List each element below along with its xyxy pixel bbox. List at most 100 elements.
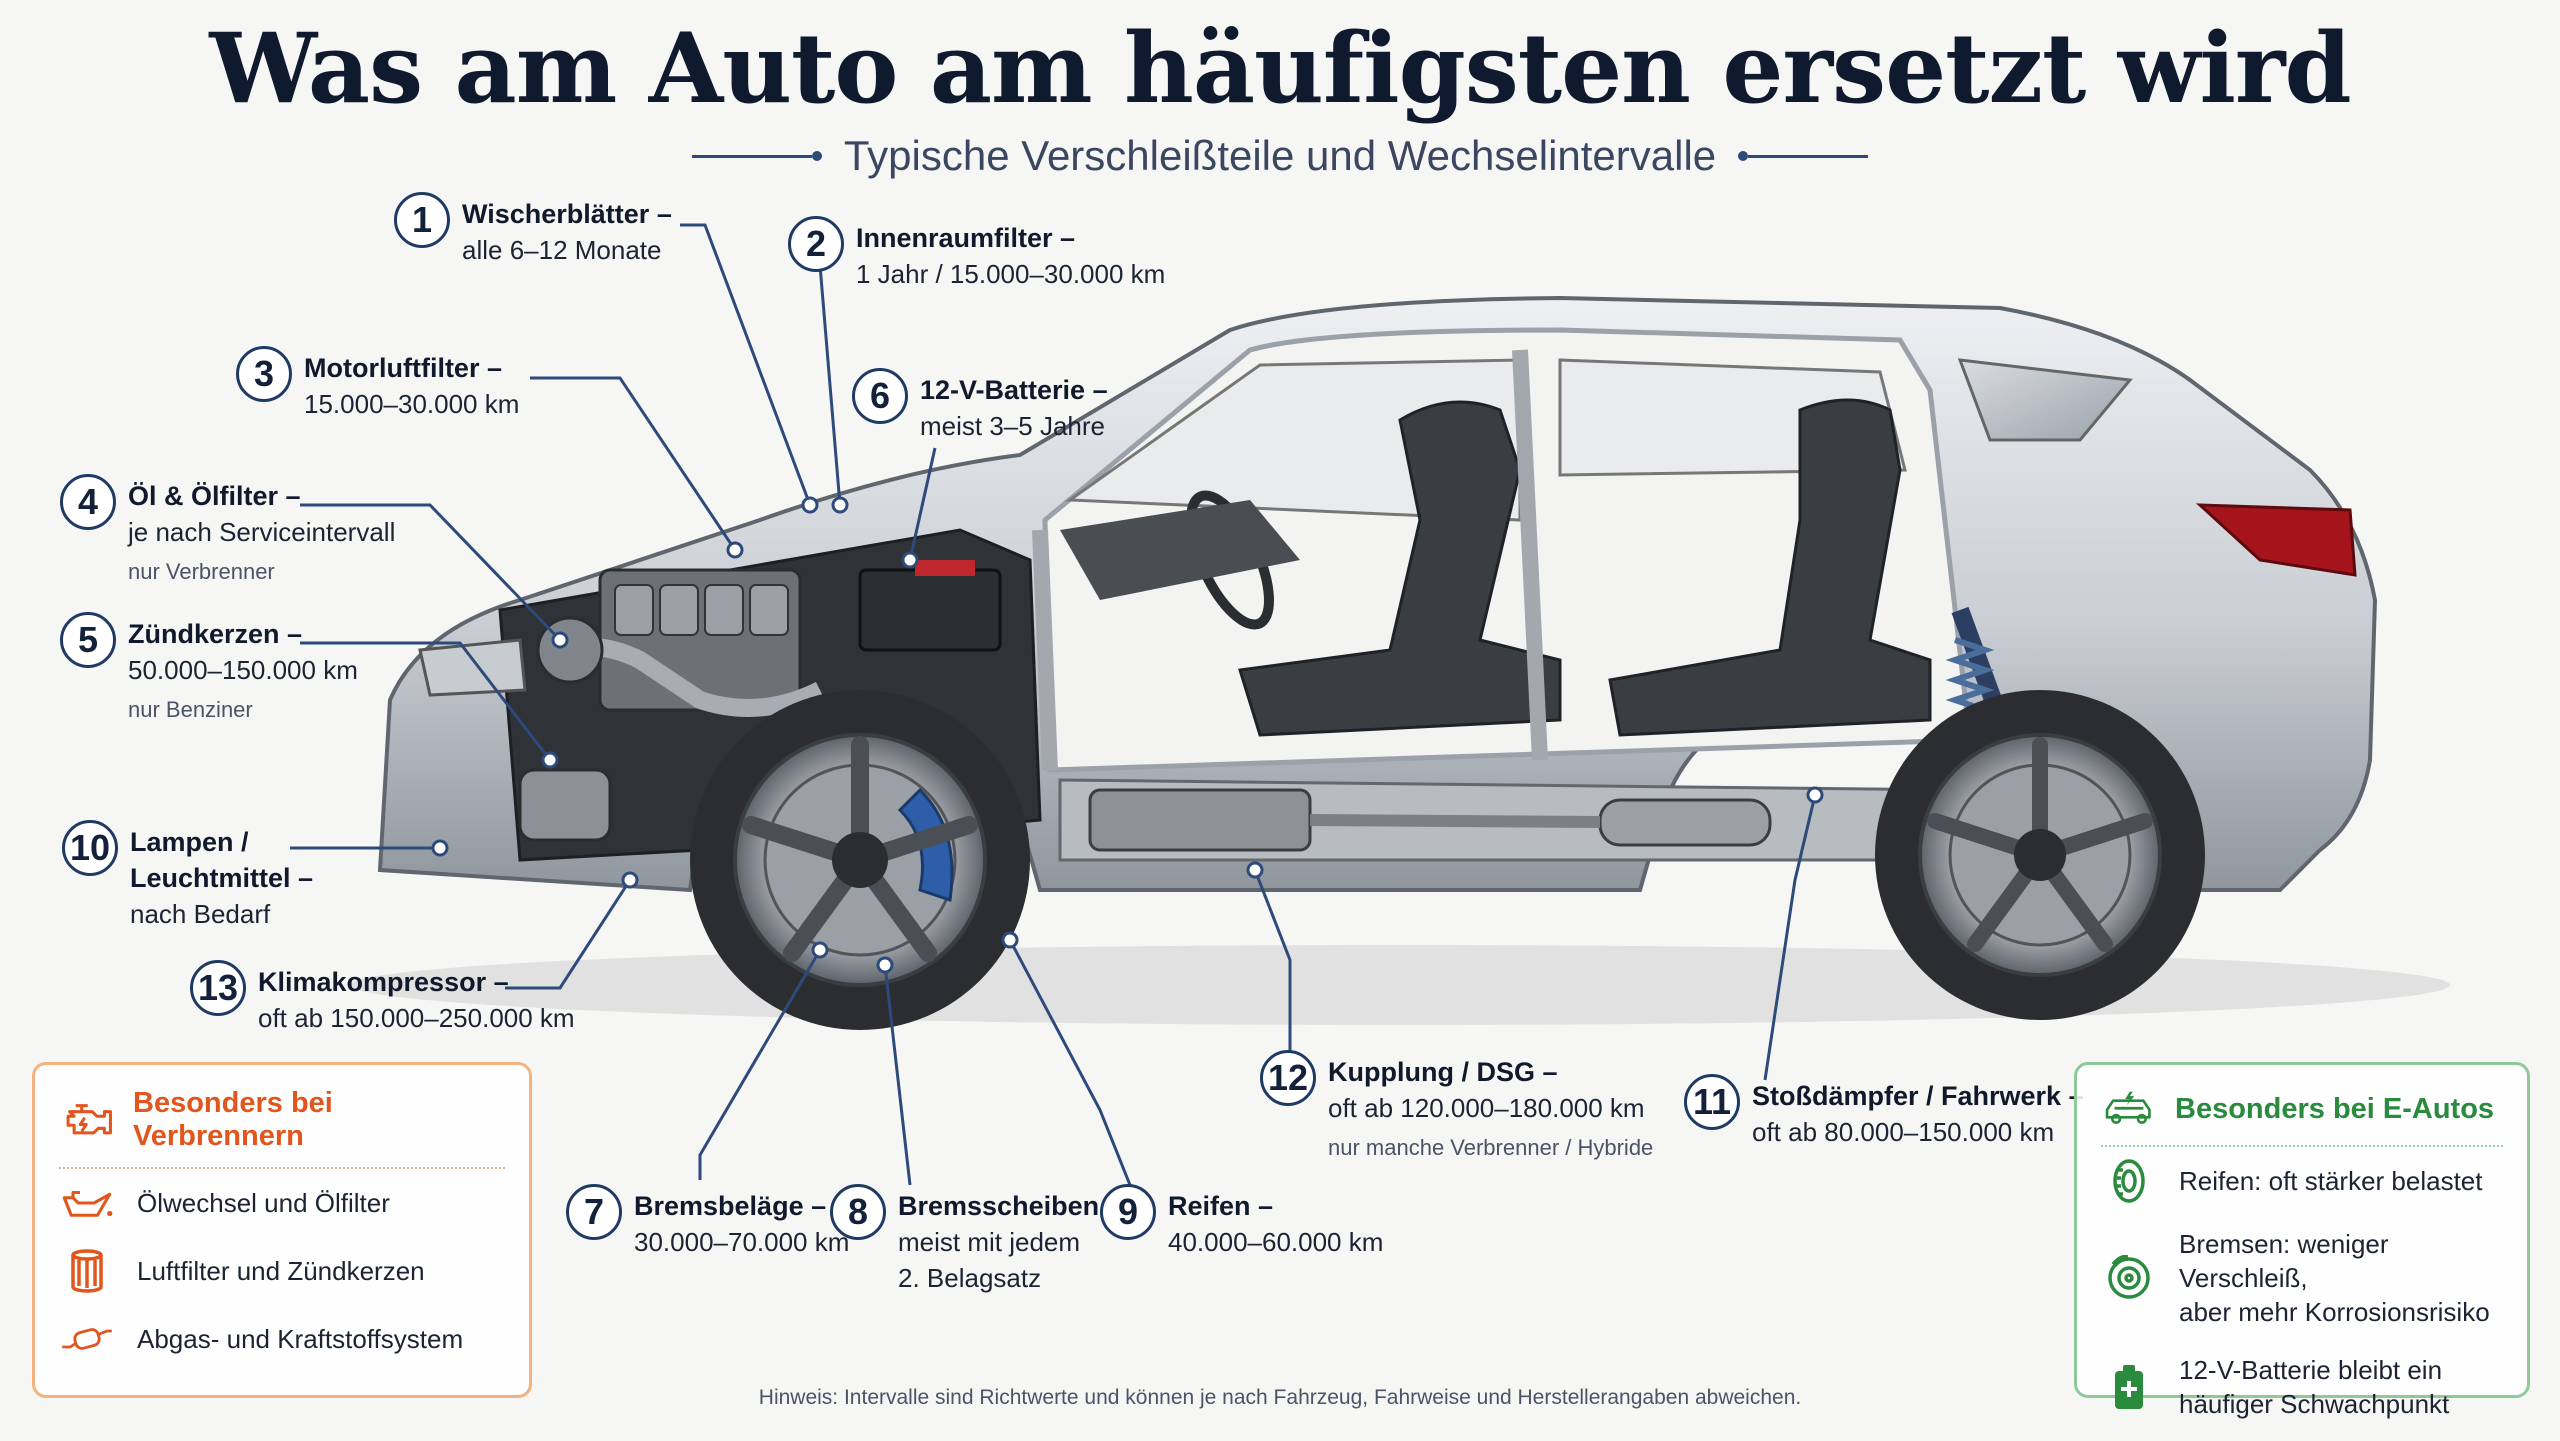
- ev-item: 12-V-Batterie bleibt ein häufiger Schwac…: [2077, 1341, 2527, 1433]
- callout-interval: 30.000–70.000 km: [634, 1227, 850, 1257]
- callout-engine-air-filter: 3 Motorluftfilter – 15.000–30.000 km: [236, 346, 519, 422]
- callout-number: 7: [566, 1184, 622, 1240]
- callout-interval: oft ab 80.000–150.000 km: [1752, 1117, 2055, 1147]
- b-pillar: [1512, 349, 1548, 761]
- subtitle-line-right: [1738, 151, 1869, 161]
- ev-item: Bremsen: weniger Verschleiß, aber mehr K…: [2077, 1215, 2527, 1341]
- callout-title-line2: Leuchtmittel –: [130, 863, 314, 893]
- tire-icon: [2101, 1159, 2157, 1203]
- callout-number: 10: [62, 820, 118, 876]
- ev-item-text: 12-V-Batterie bleibt ein: [2179, 1355, 2443, 1385]
- combustion-info-box: Besonders bei Verbrennern Ölwechsel und …: [32, 1062, 532, 1398]
- ev-item-text-line2: aber mehr Korrosionsrisiko: [2179, 1297, 2490, 1327]
- callout-spark-plugs: 5 Zündkerzen – 50.000–150.000 km nur Ben…: [60, 612, 358, 728]
- combustion-box-title: Besonders bei Verbrennern: [133, 1087, 333, 1152]
- footer-hint: Hinweis: Intervalle sind Richtwerte und …: [758, 1386, 1802, 1409]
- callout-number: 6: [852, 368, 908, 424]
- callout-interval-line2: 2. Belagsatz: [898, 1263, 1042, 1293]
- battery-part: [858, 568, 1002, 652]
- ev-box-title: Besonders bei E-Autos: [2175, 1092, 2495, 1125]
- callout-note: nur manche Verbrenner / Hybride: [1328, 1135, 1654, 1160]
- callout-note: nur Benziner: [128, 697, 253, 722]
- callout-number: 8: [830, 1184, 886, 1240]
- callout-title: Zündkerzen –: [128, 619, 303, 649]
- front-wheel: [690, 690, 1030, 1030]
- leader-dots: [431, 496, 1824, 974]
- callout-interval: 50.000–150.000 km: [128, 655, 358, 685]
- subtitle-line-left: [691, 151, 822, 161]
- callout-note: nur Verbrenner: [128, 559, 275, 584]
- callout-interval: nach Bedarf: [130, 899, 271, 929]
- callout-interval: meist mit jedem: [898, 1227, 1081, 1257]
- callout-interval: 1 Jahr / 15.000–30.000 km: [856, 259, 1166, 289]
- callout-wiper-blades: 1 Wischerblätter – alle 6–12 Monate: [394, 192, 672, 268]
- rear-seat: [1608, 398, 1932, 737]
- callout-interval: je nach Serviceintervall: [128, 517, 396, 547]
- callout-title: Bremsscheiben –: [898, 1191, 1122, 1221]
- ev-item: Reifen: oft stärker belastet: [2077, 1147, 2527, 1215]
- ac-compressor-part: [518, 768, 612, 842]
- combustion-item-text: Abgas- und Kraftstoffsystem: [137, 1323, 464, 1354]
- oil-can-icon: [59, 1181, 115, 1225]
- ev-item-text-line2: häufiger Schwachpunkt: [2179, 1389, 2450, 1419]
- subtitle-row: Typische Verschleißteile und Wechselinte…: [0, 132, 2560, 180]
- exhaust-icon: [59, 1317, 115, 1361]
- callout-shock-absorbers: 11 Stoßdämpfer / Fahrwerk – oft ab 80.00…: [1684, 1074, 2084, 1150]
- exhaust-muffler: [1598, 798, 1772, 847]
- callout-interval: 15.000–30.000 km: [304, 389, 520, 419]
- page-title: Was am Auto am häufigsten ersetzt wird: [209, 12, 2351, 125]
- callout-title: Bremsbeläge –: [634, 1191, 827, 1221]
- combustion-item-text: Ölwechsel und Ölfilter: [137, 1187, 390, 1218]
- callout-title: Stoßdämpfer / Fahrwerk –: [1752, 1081, 2084, 1111]
- callout-ac-compressor: 13 Klimakompressor – oft ab 150.000–250.…: [190, 960, 575, 1036]
- brake-disc-icon: [2101, 1255, 2157, 1300]
- combustion-item-text: Luftfilter und Zündkerzen: [137, 1255, 425, 1286]
- callout-brake-pads: 7 Bremsbeläge – 30.000–70.000 km: [566, 1184, 849, 1260]
- a-pillar: [1032, 529, 1058, 771]
- filter-icon: [59, 1249, 115, 1293]
- engine-icon: [59, 1098, 115, 1142]
- headlight: [418, 638, 527, 697]
- callout-cabin-filter: 2 Innenraumfilter – 1 Jahr / 15.000–30.0…: [788, 216, 1165, 292]
- callout-interval: meist 3–5 Jahre: [920, 411, 1105, 441]
- transmission-part: [1088, 788, 1312, 852]
- callout-title: Kupplung / DSG –: [1328, 1057, 1558, 1087]
- callout-number: 5: [60, 612, 116, 668]
- callout-clutch-dsg: 12 Kupplung / DSG – oft ab 120.000–180.0…: [1260, 1050, 1653, 1166]
- page-subtitle: Typische Verschleißteile und Wechselinte…: [843, 132, 1717, 179]
- callout-tires: 9 Reifen – 40.000–60.000 km: [1100, 1184, 1383, 1260]
- callout-title: Reifen –: [1168, 1191, 1274, 1221]
- combustion-item: Luftfilter und Zündkerzen: [35, 1237, 529, 1305]
- electric-car-icon: [2101, 1087, 2157, 1131]
- callout-interval: alle 6–12 Monate: [462, 235, 662, 265]
- battery-icon: [2101, 1365, 2157, 1409]
- callout-number: 4: [60, 474, 116, 530]
- engine-cylinders: [614, 584, 789, 636]
- callout-title: Innenraumfilter –: [856, 223, 1076, 253]
- callout-title: Öl & Ölfilter –: [128, 481, 301, 511]
- combustion-item: Ölwechsel und Ölfilter: [35, 1169, 529, 1237]
- leader-lines: [290, 223, 1817, 1186]
- callout-12v-battery: 6 12-V-Batterie – meist 3–5 Jahre: [852, 368, 1108, 444]
- callout-number: 12: [1260, 1050, 1316, 1106]
- callout-interval: oft ab 150.000–250.000 km: [258, 1003, 575, 1033]
- callout-brake-discs: 8 Bremsscheiben – meist mit jedem 2. Bel…: [830, 1184, 1122, 1296]
- callout-title: Klimakompressor –: [258, 967, 509, 997]
- ev-info-box: Besonders bei E-Autos Reifen: oft stärke…: [2074, 1062, 2530, 1419]
- callout-number: 3: [236, 346, 292, 402]
- callout-number: 1: [394, 192, 450, 248]
- callout-lamps: 10 Lampen / Leuchtmittel – nach Bedarf: [62, 820, 313, 932]
- callout-title: Wischerblätter –: [462, 199, 672, 229]
- ev-item-text: Reifen: oft stärker belastet: [2179, 1166, 2483, 1196]
- callout-number: 9: [1100, 1184, 1156, 1240]
- rear-wheel: [1875, 690, 2205, 1020]
- callout-oil-filter: 4 Öl & Ölfilter – je nach Serviceinterva…: [60, 474, 395, 590]
- callout-title: Motorluftfilter –: [304, 353, 502, 383]
- callout-interval: oft ab 120.000–180.000 km: [1328, 1093, 1645, 1123]
- callout-number: 13: [190, 960, 246, 1016]
- dashboard: [1060, 500, 1300, 600]
- rear-glass: [1957, 358, 2133, 442]
- tail-light: [2195, 503, 2357, 577]
- front-seat: [1238, 400, 1562, 737]
